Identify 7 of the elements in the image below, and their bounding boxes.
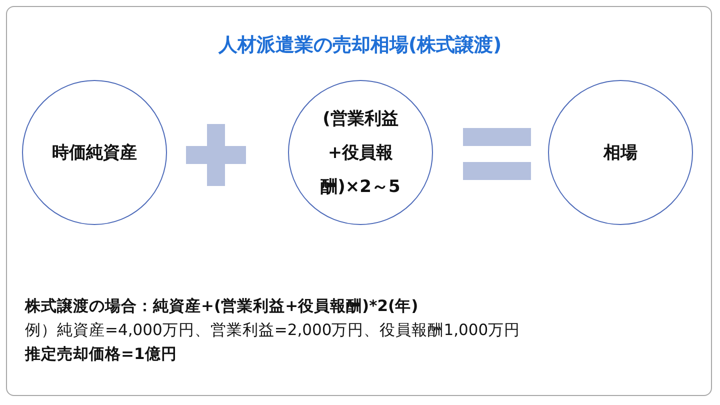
node-text: (営業利益+役員報酬)×2～5: [320, 108, 402, 198]
note-text: 例）純資産=4,000万円、営業利益=2,000万円、役員報酬1,000万円: [25, 320, 520, 341]
note-text: 推定売却価格=1億円: [25, 344, 177, 365]
title: 人材派遣業の売却相場(株式譲渡): [217, 33, 503, 58]
note-text: 株式譲渡の場合：純資産+(営業利益+役員報酬)*2(年): [25, 296, 418, 317]
node-text: 相場: [602, 142, 638, 164]
node-text: 時価純資産: [51, 142, 138, 164]
